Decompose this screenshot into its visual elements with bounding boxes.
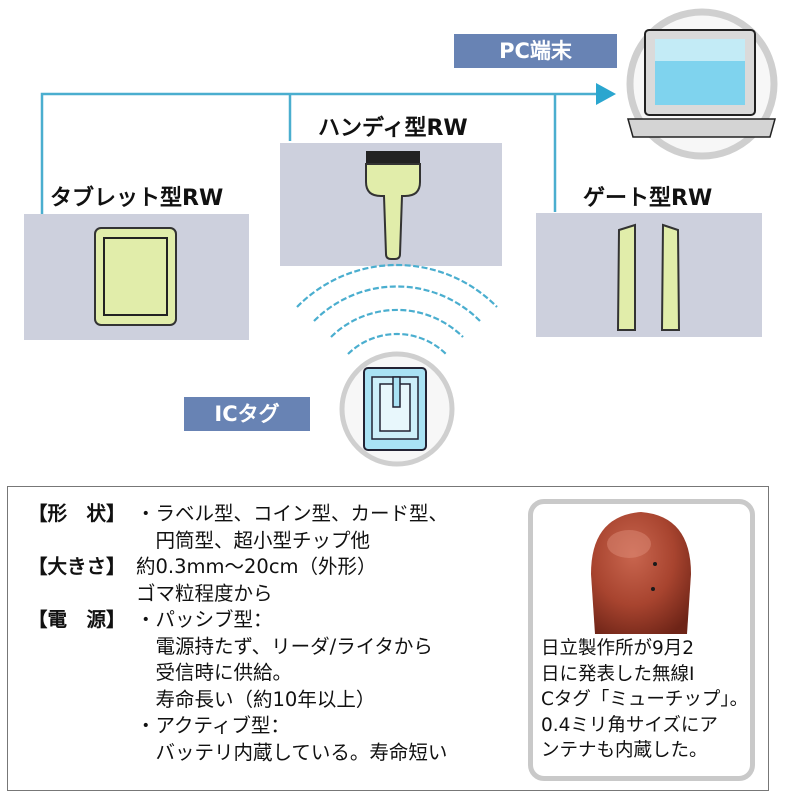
spec-key-shape: 【形 状】	[28, 502, 126, 525]
handy-reader-title: ハンディ型RW	[318, 116, 468, 141]
spec-line: ・アクティブ型：	[136, 714, 290, 737]
spec-value-shape: ・ラベル型、コイン型、カード型、 円筒型、超小型チップ他	[136, 501, 498, 554]
caption-line: 日に発表した無線I	[541, 663, 695, 685]
spec-line: ・パッシブ型：	[136, 608, 273, 631]
ic-tag-label: ICタグ	[184, 397, 310, 431]
caption-line: Cタグ「ミューチップ」。	[541, 689, 749, 710]
caption-line: 0.4ミリ角サイズにア	[541, 714, 718, 736]
spec-line: 電源持たず、リーダ/ライタから	[136, 634, 433, 658]
spec-value-size: 約0.3mm〜20cm（外形） ゴマ粒程度から	[136, 554, 498, 607]
spec-row-shape: 【形 状】 ・ラベル型、コイン型、カード型、 円筒型、超小型チップ他	[28, 501, 498, 554]
caption-line: ンテナも内蔵した。	[541, 740, 708, 761]
diagram-graphics	[24, 8, 778, 467]
network-lines	[40, 92, 600, 215]
spec-panel: 【形 状】 ・ラベル型、コイン型、カード型、 円筒型、超小型チップ他 【大きさ】…	[7, 486, 769, 791]
spec-line: 円筒型、超小型チップ他	[136, 528, 371, 552]
spec-key-size: 【大きさ】	[28, 555, 126, 578]
spec-list: 【形 状】 ・ラベル型、コイン型、カード型、 円筒型、超小型チップ他 【大きさ】…	[28, 501, 498, 766]
gate-device-icon	[616, 223, 681, 331]
spec-line: 約0.3mm〜20cm（外形）	[136, 555, 377, 578]
spec-value-power: ・パッシブ型： 電源持たず、リーダ/ライタから 受信時に供給。 寿命長い（約10…	[136, 607, 498, 766]
tablet-reader-title: タブレット型RW	[50, 186, 224, 211]
photo-caption: 日立製作所が9月2 日に発表した無線I Cタグ「ミューチップ」。 0.4ミリ角サ…	[541, 636, 749, 764]
mu-chip-dot	[653, 562, 657, 566]
spec-row-power: 【電 源】 ・パッシブ型： 電源持たず、リーダ/ライタから 受信時に供給。 寿命…	[28, 607, 498, 766]
pc-terminal-icon	[626, 8, 778, 160]
spec-key-power: 【電 源】	[28, 608, 126, 631]
pc-terminal-label: PC端末	[454, 34, 617, 68]
handy-device-icon	[365, 151, 421, 260]
mu-chip-dot	[651, 587, 655, 591]
spec-line: バッテリ内蔵している。寿命短い	[136, 740, 448, 764]
spec-line: ・ラベル型、コイン型、カード型、	[136, 502, 449, 525]
spec-line: 寿命長い（約10年以上）	[136, 687, 376, 711]
mu-chip-photo-card: 日立製作所が9月2 日に発表した無線I Cタグ「ミューチップ」。 0.4ミリ角サ…	[528, 499, 755, 781]
tablet-device-icon	[94, 227, 177, 326]
arrow-head	[596, 83, 616, 105]
spec-line: 受信時に供給。	[136, 661, 293, 684]
spec-row-size: 【大きさ】 約0.3mm〜20cm（外形） ゴマ粒程度から	[28, 554, 498, 607]
radio-wave-icon	[296, 263, 498, 355]
gate-reader-title: ゲート型RW	[583, 186, 713, 211]
spec-line: ゴマ粒程度から	[136, 581, 273, 605]
rfid-system-diagram: PC端末 ICタグ タブレット型RW ハンディ型RW ゲート型RW	[24, 8, 778, 467]
gate-reader-panel	[536, 213, 762, 337]
caption-line: 日立製作所が9月2	[541, 638, 695, 659]
fingertip-photo	[591, 512, 691, 634]
ic-tag-icon	[339, 351, 455, 467]
